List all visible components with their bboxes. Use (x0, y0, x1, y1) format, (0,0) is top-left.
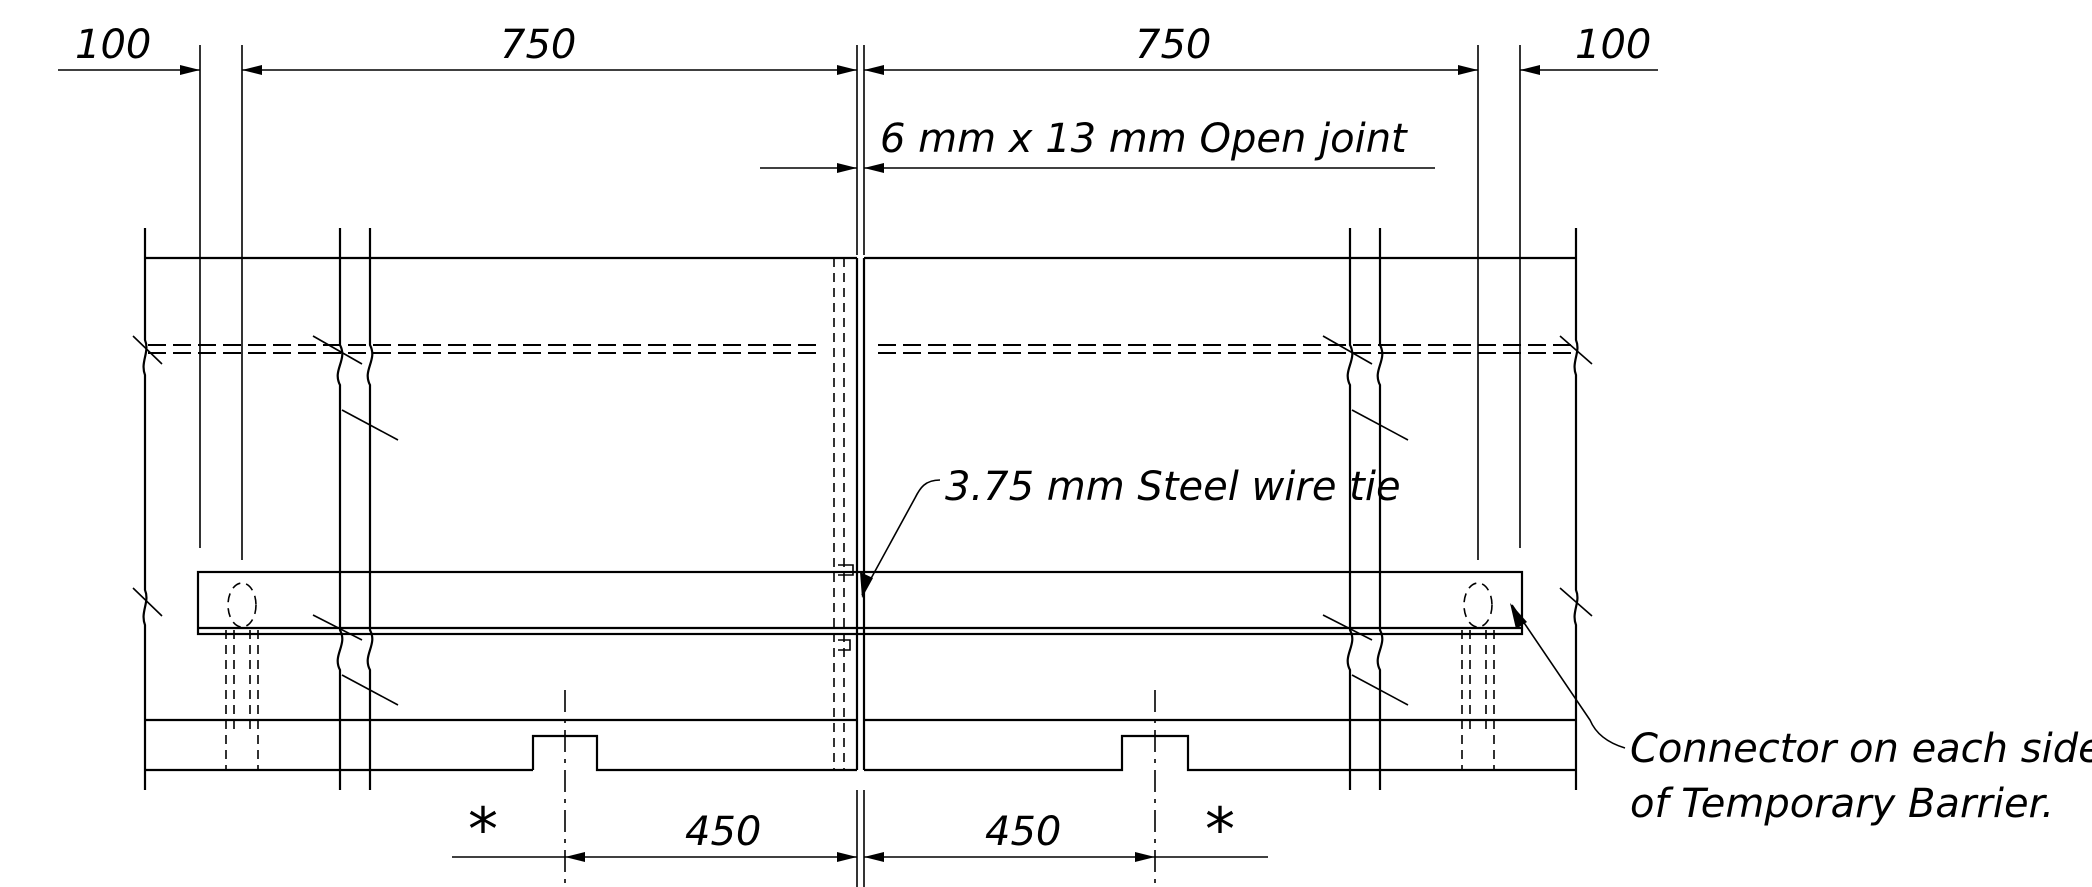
connector-label-line2: of Temporary Barrier. (1630, 781, 2054, 827)
dim-450-left: 450 (685, 809, 761, 855)
dim-100-left: 100 (75, 22, 151, 68)
connector-pin-right (1461, 582, 1495, 770)
connector-arrowhead (1510, 603, 1527, 629)
wire-tie-label: 3.75 mm Steel wire tie (945, 464, 1401, 510)
open-joint-label: 6 mm x 13 mm Open joint (880, 116, 1408, 162)
dim-100-right: 100 (1575, 22, 1651, 68)
connector-label-line1: Connector on each side (1630, 726, 2092, 772)
barrier-right-segment (864, 256, 1576, 772)
bottom-dimensions (452, 790, 1268, 887)
top-dimensions (58, 45, 1658, 560)
dim-750-right: 750 (1135, 22, 1211, 68)
dim-750-left: 750 (500, 22, 576, 68)
connector-plate (196, 570, 1524, 636)
connector-leader (1511, 604, 1626, 749)
wire-tie-arrowhead (860, 572, 873, 598)
wire-tie-leader (861, 479, 941, 596)
dim-450-right: 450 (985, 809, 1061, 855)
break-lines (132, 228, 1593, 790)
open-joint (833, 258, 866, 770)
asterisk-left: * (468, 795, 498, 865)
asterisk-right: * (1205, 795, 1235, 865)
barrier-left-segment (145, 256, 857, 772)
connector-pin-left (225, 582, 259, 770)
